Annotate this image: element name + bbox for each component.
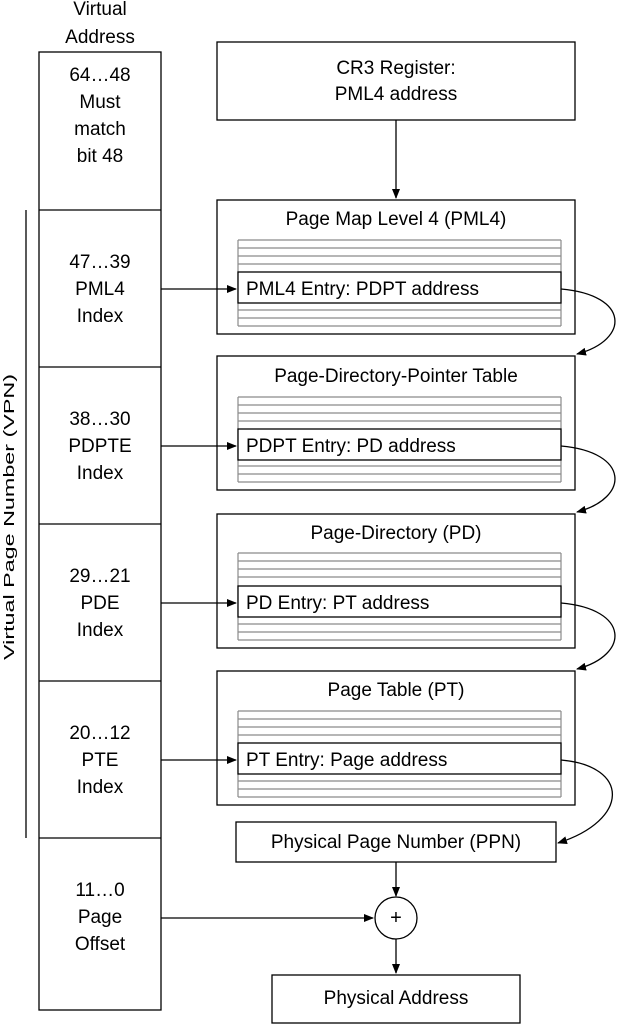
pt-entry: PT Entry: Page address xyxy=(246,750,448,771)
pd-table xyxy=(216,513,576,649)
physical-address-box xyxy=(271,974,521,1024)
arrow-pt-to-ppn xyxy=(557,759,613,845)
segment-label-pml4-index: 47…39 PML4 Index xyxy=(69,252,131,327)
segment-label-pte-index: 20…12 PTE Index xyxy=(69,723,131,798)
arrow-pml4-to-pdpt xyxy=(560,288,616,356)
arrow-pd-to-pt xyxy=(560,602,616,671)
adder-label: + xyxy=(390,907,402,929)
segment-label-sign-ext: 64…48 Must match bit 48 xyxy=(69,65,131,167)
pml4-title: Page Map Level 4 (PML4) xyxy=(285,209,507,230)
va-column xyxy=(38,51,162,1011)
arrow-pdpt-to-pd xyxy=(560,445,616,514)
segment-label-pdpte-index: 38…30 PDPTE Index xyxy=(68,409,132,484)
ppn-label: Physical Page Number (PPN) xyxy=(270,832,522,853)
vpn-label-canvas: Virtual Page Number (VPN) xyxy=(1,374,18,660)
pd-title: Page-Directory (PD) xyxy=(310,523,482,544)
vpn-label: Virtual Page Number (VPN) xyxy=(1,374,18,660)
pdpt-entry: PDPT Entry: PD address xyxy=(246,436,456,457)
pt-title: Page Table (PT) xyxy=(327,680,465,701)
physical-address-label: Physical Address xyxy=(323,988,469,1009)
pdpt-table xyxy=(216,355,576,491)
pml4-table xyxy=(216,199,576,335)
cr3-label: CR3 Register: PML4 address xyxy=(334,58,458,105)
pml4-entry: PML4 Entry: PDPT address xyxy=(246,279,480,300)
pdpt-title: Page-Directory-Pointer Table xyxy=(274,366,518,387)
pt-table xyxy=(216,670,576,806)
segment-label-page-offset: 11…0 Page Offset xyxy=(74,880,126,955)
segment-label-pde-index: 29…21 PDE Index xyxy=(69,566,131,641)
va-header: Virtual Address xyxy=(65,0,135,48)
pd-entry: PD Entry: PT address xyxy=(246,593,430,614)
